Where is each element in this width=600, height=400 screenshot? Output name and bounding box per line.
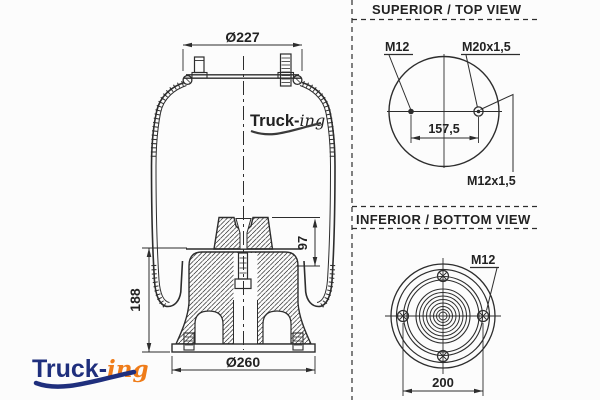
watermark-text-1: Truck- — [250, 112, 300, 130]
dim-base-diameter: Ø260 — [171, 354, 316, 374]
watermark-swoosh — [250, 121, 322, 136]
dim-stud-spacing-top-label: 157,5 — [428, 122, 459, 136]
bolt-right — [476, 309, 490, 323]
dim-top-diameter-label: Ø227 — [225, 29, 259, 45]
main-section-view: Ø227 97 188 Ø260 — [127, 29, 336, 374]
dim-bumper-height: 97 — [272, 217, 320, 267]
bolt-bottom — [436, 349, 450, 363]
mounting-stud — [191, 56, 208, 79]
label-stud: M12 — [384, 40, 413, 110]
dim-stud-spacing-bottom-label: 200 — [432, 375, 454, 390]
top-view: SUPERIOR / TOP VIEW M12 M20x1,5 M12x1,5 — [352, 2, 541, 188]
dim-stud-spacing-bottom: 200 — [402, 323, 484, 396]
air-fitting-point — [473, 106, 484, 117]
dim-bumper-height-label: 97 — [295, 236, 310, 250]
svg-text:Truck-ing: Truck-ing — [32, 355, 149, 383]
top-view-m12x15-label: M12x1,5 — [467, 174, 516, 188]
top-view-m20-label: M20x1,5 — [462, 40, 511, 54]
stud-point — [408, 108, 414, 115]
bellows-outline — [150, 80, 336, 309]
label-bottom-stud: M12 — [470, 253, 499, 311]
bottom-view-m12-label: M12 — [471, 253, 495, 267]
dim-height: 188 — [127, 247, 187, 353]
brand-logo-swoosh — [33, 369, 137, 389]
bolt-top — [436, 269, 450, 283]
dim-height-label: 188 — [127, 288, 143, 312]
bottom-view-title: INFERIOR / BOTTOM VIEW — [356, 212, 531, 227]
bottom-view-bolts — [396, 269, 490, 363]
label-stud-thread: M12x1,5 — [467, 93, 516, 188]
dim-top-diameter: Ø227 — [182, 29, 303, 71]
bottom-view: INFERIOR / BOTTOM VIEW — [352, 205, 541, 396]
brand-logo-text-1: Truck- — [32, 355, 107, 383]
air-fitting-stud — [277, 53, 295, 87]
brand-logo: Truck-ing — [32, 355, 149, 389]
top-view-title: SUPERIOR / TOP VIEW — [372, 2, 522, 17]
top-plate — [182, 74, 303, 86]
base-fitting — [183, 332, 304, 351]
piston — [171, 216, 316, 353]
watermark-logo: Truck-ing — [250, 111, 325, 136]
watermark-text-2: ing — [300, 111, 326, 130]
bolt-left — [396, 309, 410, 323]
dim-stud-spacing-top: 157,5 — [410, 115, 479, 143]
label-air-fitting: M20x1,5 — [461, 40, 520, 108]
thread-ticks — [281, 57, 290, 83]
svg-text:Truck-ing: Truck-ing — [250, 111, 325, 130]
top-view-m12-label: M12 — [385, 40, 409, 54]
dim-base-diameter-label: Ø260 — [226, 354, 260, 370]
